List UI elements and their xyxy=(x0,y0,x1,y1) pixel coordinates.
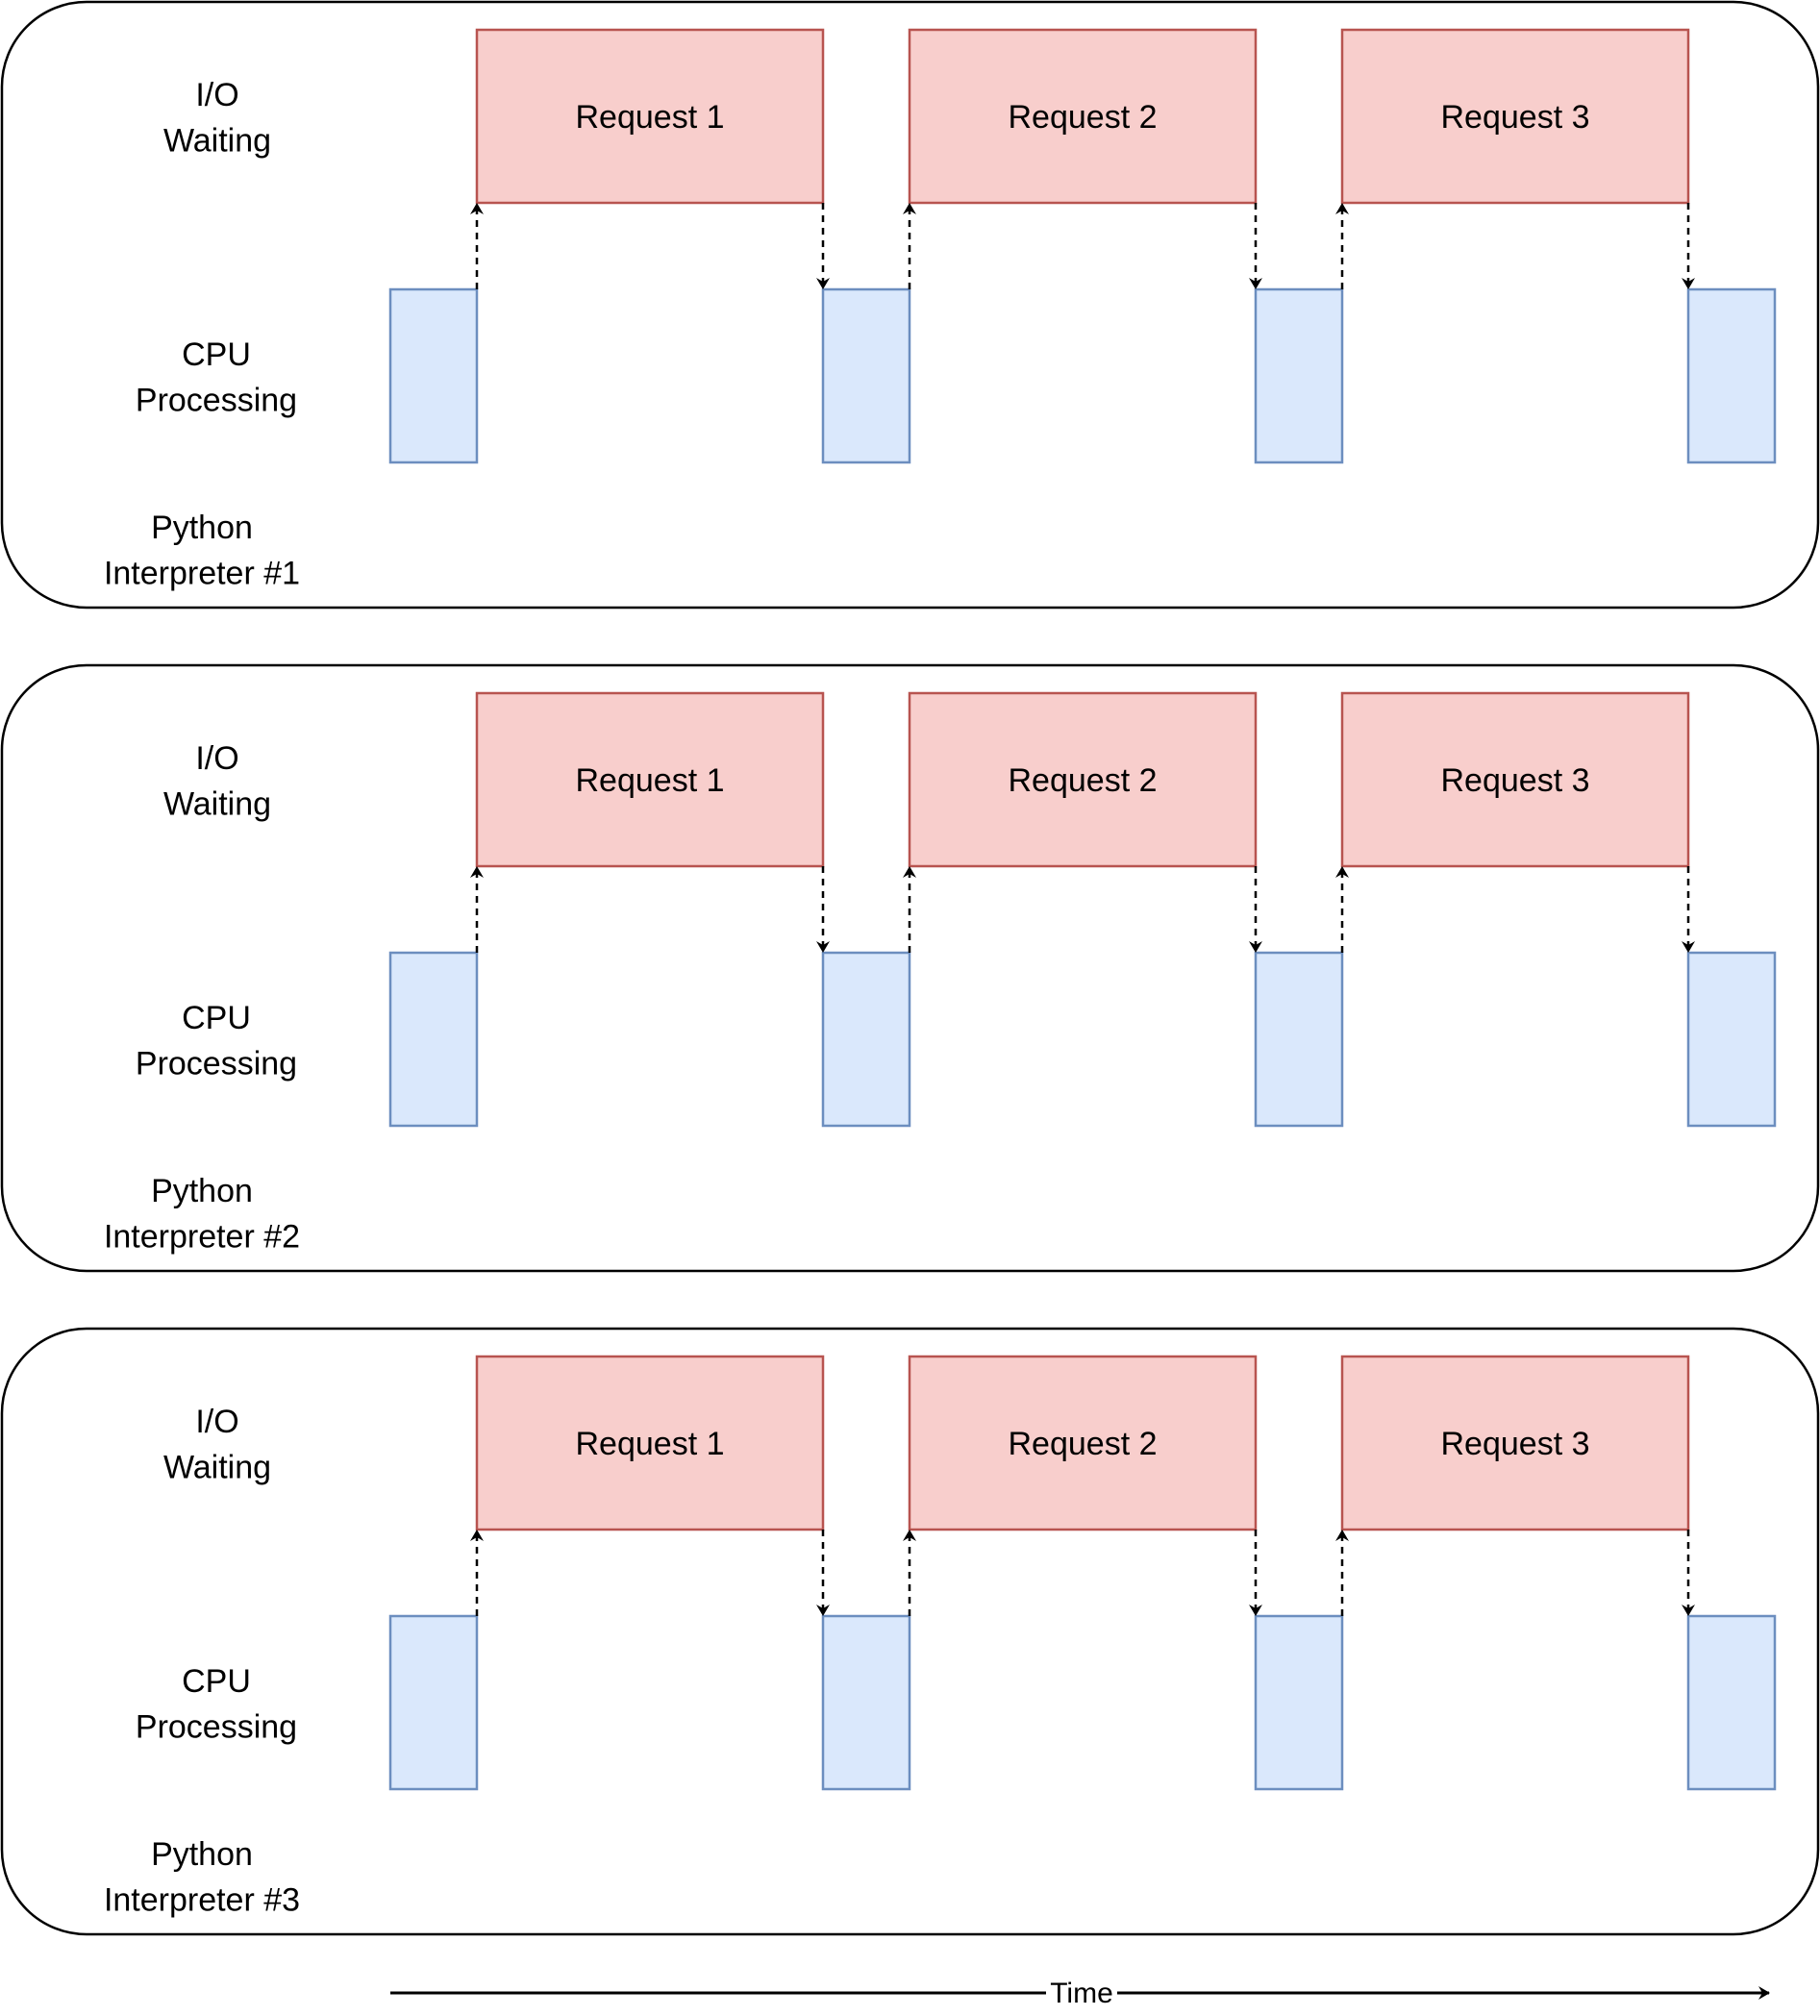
io-request-label: Request 3 xyxy=(1441,1426,1590,1462)
io-request-label: Request 1 xyxy=(576,1426,725,1462)
io-request-block xyxy=(475,28,825,205)
io-request-label: Request 3 xyxy=(1441,99,1590,136)
cpu-processing-block xyxy=(1254,287,1344,464)
time-axis: Time xyxy=(390,1978,1770,2009)
io-request-label: Request 1 xyxy=(576,762,725,799)
io-request-label: Request 2 xyxy=(1009,762,1158,799)
panel-frame xyxy=(0,663,1820,1273)
io-request-block xyxy=(1340,28,1690,205)
time-axis-label: Time xyxy=(1050,1978,1113,2009)
cpu-processing-block xyxy=(1254,951,1344,1128)
panel-frame xyxy=(0,1327,1820,1936)
io-request-label: Request 2 xyxy=(1009,1426,1158,1462)
cpu-processing-block xyxy=(1686,287,1777,464)
cpu-processing-block xyxy=(821,287,911,464)
io-request-block xyxy=(908,28,1258,205)
cpu-processing-block xyxy=(388,951,479,1128)
cpu-processing-block xyxy=(1254,1614,1344,1791)
cpu-processing-block xyxy=(821,1614,911,1791)
io-request-block xyxy=(908,691,1258,868)
cpu-processing-block xyxy=(388,1614,479,1791)
time-axis-label-bg xyxy=(1046,1979,1117,2009)
io-request-label: Request 2 xyxy=(1009,99,1158,136)
io-request-block xyxy=(1340,691,1690,868)
io-request-label: Request 1 xyxy=(576,99,725,136)
cpu-processing-block xyxy=(821,951,911,1128)
io-request-block xyxy=(475,1355,825,1531)
cpu-processing-block xyxy=(1686,1614,1777,1791)
io-request-block xyxy=(1340,1355,1690,1531)
io-request-block xyxy=(475,691,825,868)
io-request-block xyxy=(908,1355,1258,1531)
cpu-processing-block xyxy=(1686,951,1777,1128)
panel-frame xyxy=(0,0,1820,610)
io-request-label: Request 3 xyxy=(1441,762,1590,799)
cpu-processing-block xyxy=(388,287,479,464)
